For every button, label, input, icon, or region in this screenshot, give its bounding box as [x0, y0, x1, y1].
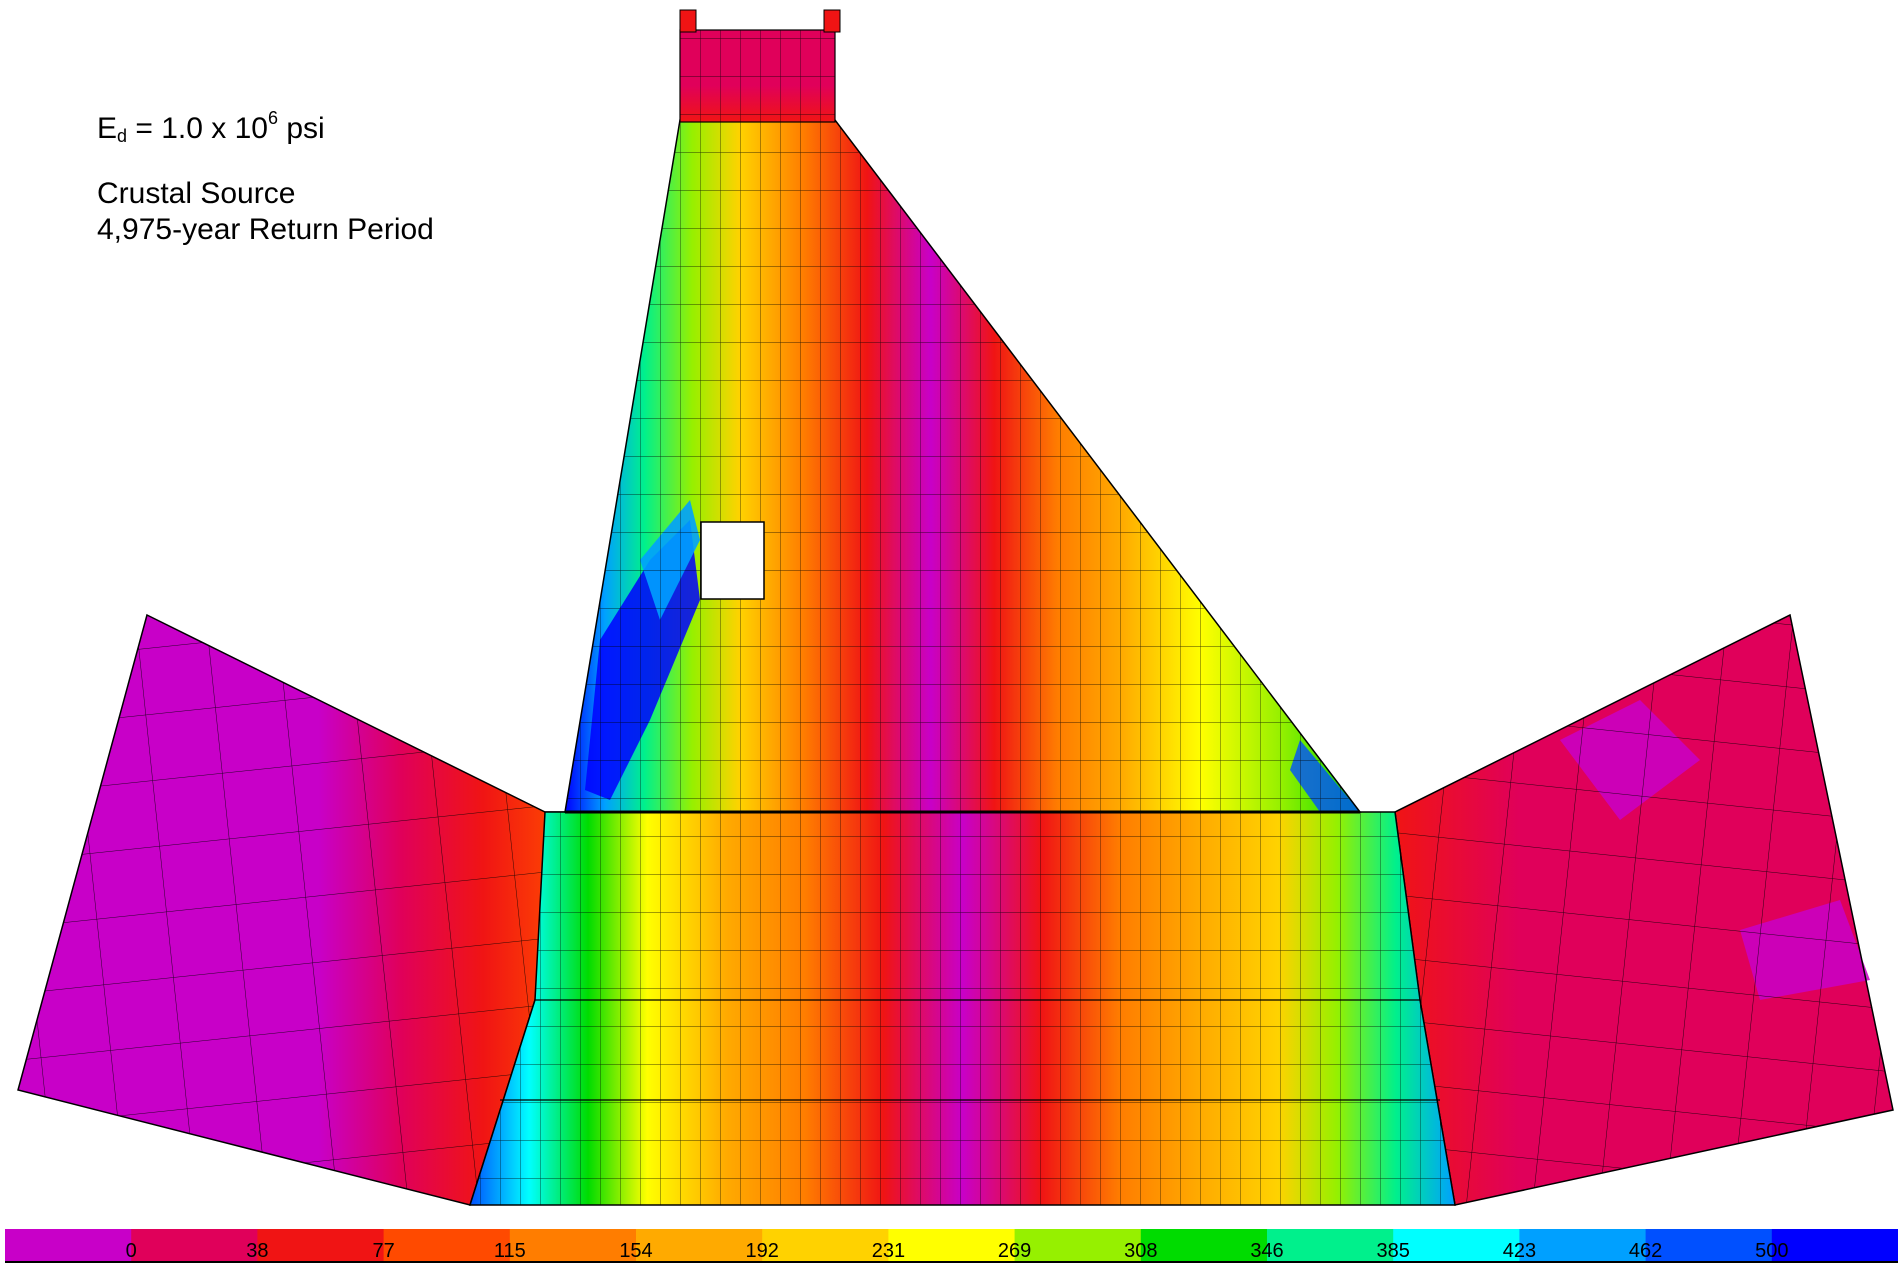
- legend-tick-label: 500: [1755, 1240, 1789, 1262]
- legend-swatch: [1645, 1229, 1773, 1261]
- dam-body: [564, 119, 1362, 814]
- dam-crest: [679, 9, 841, 123]
- legend-tick-label: 385: [1376, 1240, 1410, 1262]
- legend-tick-label: 308: [1124, 1240, 1158, 1262]
- legend-tick-label: 346: [1250, 1240, 1284, 1262]
- legend-swatch: [762, 1229, 889, 1261]
- legend-swatch: [1393, 1229, 1520, 1261]
- legend-swatch: [888, 1229, 1016, 1261]
- legend-swatch: [1140, 1229, 1268, 1261]
- legend-tick-label: 115: [493, 1240, 526, 1262]
- source-annotation: Crustal Source: [97, 177, 296, 210]
- legend-tick-label: 154: [619, 1240, 653, 1262]
- legend-tick-label: 192: [745, 1240, 779, 1262]
- legend-tick-label: 38: [246, 1240, 269, 1262]
- legend-tick-label: 77: [372, 1240, 395, 1262]
- legend-tick-label: 462: [1628, 1240, 1663, 1262]
- legend-swatch: [1519, 1229, 1647, 1261]
- legend-swatch: [257, 1229, 385, 1261]
- legend-swatch: [1267, 1229, 1394, 1261]
- legend-tick-label: 0: [125, 1240, 137, 1262]
- modulus-annotation: Ed = 1.0 x 106 psi: [97, 108, 325, 146]
- legend-swatch: [383, 1229, 511, 1261]
- left-foundation-wing: [17, 613, 566, 1206]
- legend-swatch: [636, 1229, 763, 1261]
- legend-tick-label: 231: [871, 1240, 906, 1262]
- legend-swatch: [5, 1229, 132, 1261]
- color-legend-bar: [5, 1229, 1898, 1263]
- legend-swatch: [131, 1229, 258, 1261]
- gallery-opening: [700, 521, 765, 600]
- right-foundation-wing: [1394, 613, 1894, 1206]
- legend-tick-label: 269: [997, 1240, 1032, 1262]
- legend-swatch: [509, 1229, 637, 1261]
- legend-swatch: [1014, 1229, 1142, 1261]
- legend-swatch: [1771, 1229, 1898, 1261]
- return-period-annotation: 4,975-year Return Period: [97, 213, 434, 246]
- foundation-block: [468, 811, 1456, 1206]
- legend-tick-label: 423: [1502, 1240, 1537, 1262]
